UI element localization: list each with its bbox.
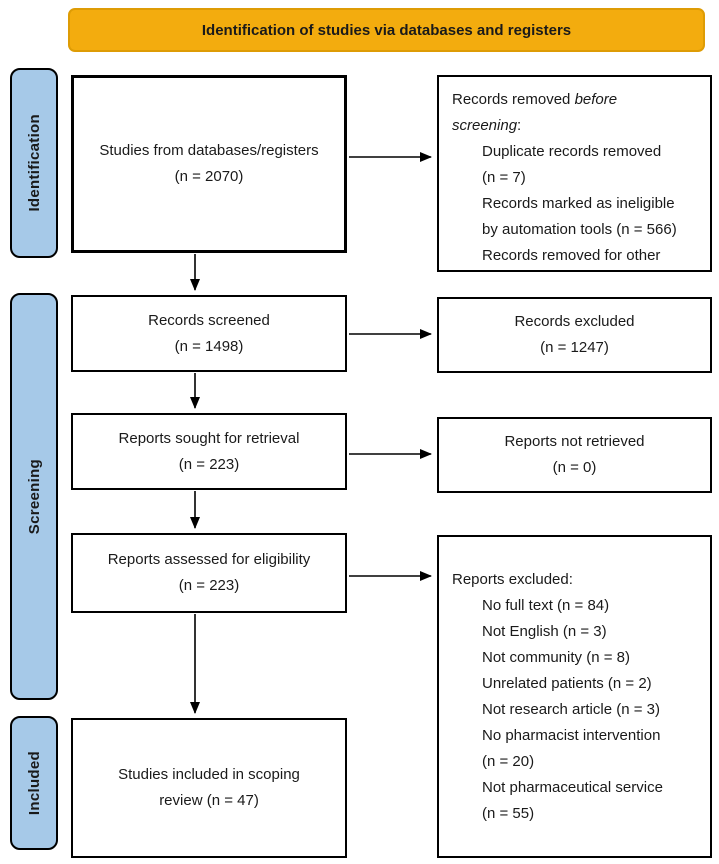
heading-suffix: :: [517, 117, 522, 134]
reason-item: No pharmacist intervention (n = 20): [482, 727, 661, 770]
box-line: Records excluded: [514, 313, 635, 330]
reason-item: Not English (n = 3): [482, 623, 607, 640]
reason-item: Duplicate records removed (n = 7): [482, 143, 662, 186]
box-count: review (n = 47): [159, 792, 259, 809]
box-records-screened: Records screened (n = 1498): [71, 295, 347, 372]
banner: Identification of studies via databases …: [68, 8, 705, 52]
box-heading: Records removed before screening:: [452, 87, 704, 139]
stage-label-text: Identification: [25, 114, 43, 212]
box-line: Studies from databases/registers: [99, 142, 319, 159]
box-reports-sought: Reports sought for retrieval (n = 223): [71, 413, 347, 490]
heading-prefix: Records removed: [452, 91, 575, 108]
reason-item: Records removed for other: [482, 247, 661, 264]
box-reports-excluded: Reports excluded: No full text (n = 84) …: [437, 535, 712, 858]
reason-item: Not community (n = 8): [482, 649, 630, 666]
banner-title: Identification of studies via databases …: [201, 21, 572, 39]
reason-item: Unrelated patients (n = 2): [482, 675, 652, 692]
box-reports-not-retrieved: Reports not retrieved (n = 0): [437, 417, 712, 493]
box-line: Studies included in scoping: [118, 766, 300, 783]
box-studies-included: Studies included in scoping review (n = …: [71, 718, 347, 858]
box-line: Reports sought for retrieval: [118, 429, 300, 447]
box-studies-from-databases: Studies from databases/registers (n = 20…: [71, 75, 347, 253]
box-count: (n = 223): [178, 577, 240, 594]
box-count: (n = 1247): [540, 339, 609, 356]
reason-item: Not pharmaceutical service (n = 55): [482, 779, 663, 822]
box-records-removed-before-screening: Records removed before screening: Duplic…: [437, 75, 712, 272]
box-line: Reports assessed for eligibility: [107, 551, 311, 568]
box-heading: Reports excluded:: [452, 571, 573, 588]
stage-label-included: Included: [10, 716, 58, 850]
box-records-excluded: Records excluded (n = 1247): [437, 297, 712, 373]
box-line: Reports not retrieved: [504, 433, 645, 450]
box-count: (n = 0): [552, 459, 597, 476]
box-count: (n = 1498): [174, 337, 244, 355]
box-count: (n = 2070): [174, 168, 244, 185]
stage-label-identification: Identification: [10, 68, 58, 258]
reason-item: Records marked as ineligible by automati…: [482, 195, 677, 238]
reason-item: Not research article (n = 3): [482, 701, 660, 718]
stage-label-screening: Screening: [10, 293, 58, 700]
heading-italic: before screening: [452, 91, 618, 134]
box-line: Records screened: [148, 311, 270, 329]
box-reports-assessed: Reports assessed for eligibility (n = 22…: [71, 533, 347, 613]
stage-label-text: Included: [25, 750, 43, 816]
reason-item: No full text (n = 84): [482, 597, 610, 614]
box-count: (n = 223): [178, 455, 240, 473]
stage-label-text: Screening: [25, 458, 43, 535]
